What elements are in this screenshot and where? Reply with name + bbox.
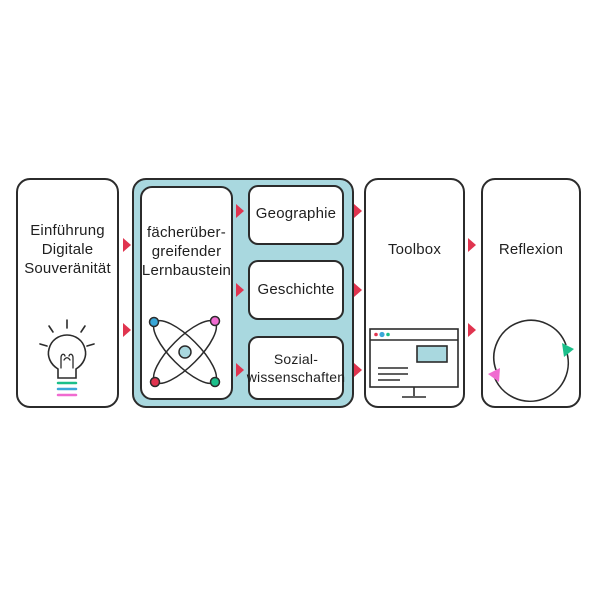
arrow-panel-to-toolbox-top [354,204,362,218]
subject-sozialwissenschaften-box [248,336,344,400]
intro-label: Einführung Digitale Souveränität [16,221,119,278]
subject-sozialwissenschaften-label: Sozial- wissenschaften [244,350,348,386]
module-label-line1: fächerüber- [147,224,226,241]
subject-sozial-line2: wissenschaften [246,369,346,385]
subject-geschichte-box [248,260,344,320]
arrow-intro-to-module [123,238,131,252]
arrow-module-to-geschichte [236,283,244,297]
arrow-panel-to-toolbox-bottom [354,363,362,377]
subject-geographie-box [248,185,344,245]
browser-window-icon [369,328,459,398]
cycle-arrows-icon [488,319,574,403]
arrow-panel-to-toolbox-mid [354,283,362,297]
module-label: fächerüber- greifender Lernbaustein [140,223,233,280]
arrow-module-to-sozial [236,363,244,377]
module-label-line3: Lernbaustein [141,262,232,279]
arrow-module-to-geographie [236,204,244,218]
lightbulb-icon [39,319,95,397]
subject-geschichte-label: Geschichte [257,281,335,298]
intro-label-line3: Souveränität [24,260,111,277]
subject-sozial-line1: Sozial- [273,351,319,367]
arrow-intro-to-module-lower [123,323,131,337]
intro-box [16,178,119,408]
arrow-toolbox-to-reflexion [468,238,476,252]
intro-label-line2: Digitale [41,241,94,258]
intro-label-line1: Einführung [30,222,105,239]
module-label-line2: greifender [151,243,222,260]
module-box [140,186,233,400]
reflexion-label: Reflexion [498,241,564,258]
atom-icon [148,315,221,388]
arrow-toolbox-to-reflexion-lower [468,323,476,337]
subject-geographie-label: Geographie [255,205,337,222]
toolbox-label: Toolbox [387,241,442,258]
